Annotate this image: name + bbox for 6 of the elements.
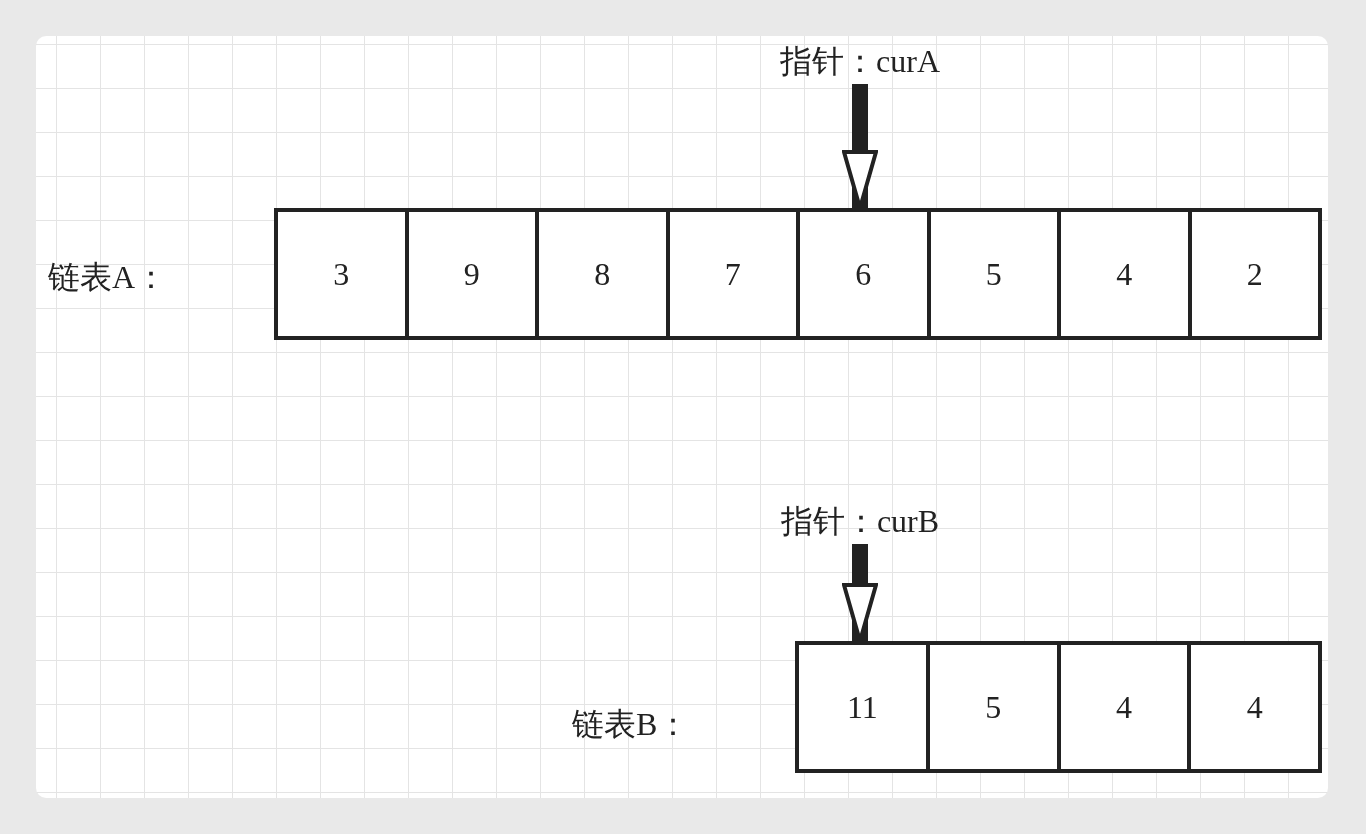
pointer-arrow [842, 544, 878, 643]
pointer-arrow [842, 84, 878, 210]
list-label: 链表A： [48, 258, 168, 297]
pointer-label: 指针：curB [760, 500, 960, 544]
pointer-label: 指针：curA [760, 40, 960, 84]
list-label: 链表B： [572, 705, 690, 744]
